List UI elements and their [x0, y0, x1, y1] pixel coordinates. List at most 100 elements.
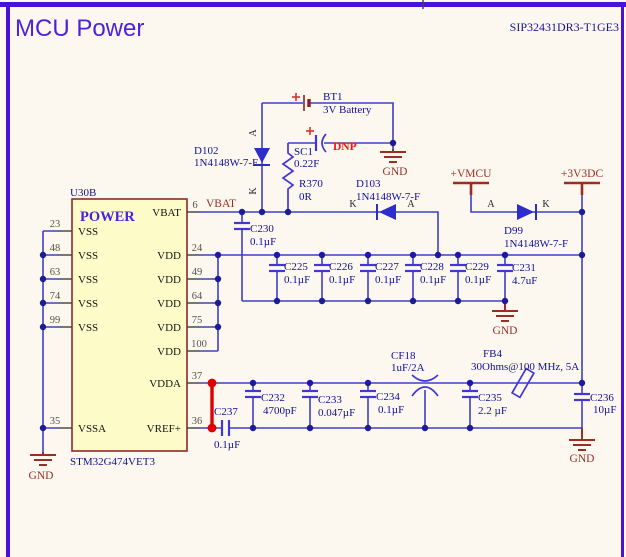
- capacitor-c232[interactable]: C232 4700pF: [245, 383, 297, 428]
- c228-designator: C228: [420, 261, 444, 273]
- c233-value: 0.047µF: [318, 407, 355, 419]
- pin-number: 48: [50, 243, 61, 254]
- feedthrough-cap-cf18[interactable]: CF18 1uF/2A: [391, 350, 439, 428]
- sheet-border-left: [6, 2, 10, 557]
- junction-dot-red: [207, 423, 217, 433]
- c228-value: 0.1µF: [420, 274, 446, 286]
- r370-designator: R370: [299, 178, 323, 190]
- cf18-value: 1uF/2A: [391, 362, 425, 374]
- capacitor-c229[interactable]: C229 0.1µF: [450, 255, 491, 301]
- pin-number: 37: [192, 371, 203, 382]
- junction-dots: [39, 139, 586, 432]
- c230-value: 0.1µF: [250, 236, 276, 248]
- c229-designator: C229: [465, 261, 489, 273]
- c234-value: 0.1µF: [378, 404, 404, 416]
- c232-value: 4700pF: [263, 405, 297, 417]
- battery-bt1[interactable]: BT1 3V Battery: [292, 91, 372, 116]
- resistor-r370[interactable]: R370 0R: [281, 143, 323, 212]
- gnd-symbol-left[interactable]: GND: [29, 452, 56, 482]
- gnd-symbol-battery[interactable]: GND: [380, 149, 407, 178]
- capacitor-c227[interactable]: C227 0.1µF: [360, 255, 401, 301]
- pin-number: 24: [192, 243, 203, 254]
- capacitor-c234[interactable]: C234 0.1µF: [360, 383, 404, 428]
- c235-designator: C235: [478, 392, 502, 404]
- sheet-border-top: [0, 2, 626, 7]
- mcu-designator: U30B: [70, 187, 96, 199]
- power-port-3v3dc[interactable]: +3V3DC: [561, 168, 604, 195]
- bt1-designator: BT1: [323, 91, 343, 103]
- capacitor-c228[interactable]: C228 0.1µF: [405, 255, 446, 301]
- c229-value: 0.1µF: [465, 274, 491, 286]
- d99-anode-label: A: [487, 199, 495, 210]
- d102-cathode-label: K: [248, 187, 259, 195]
- capacitor-c235[interactable]: C235 2.2 µF: [462, 383, 507, 428]
- mcu-part: STM32G474VET3: [70, 456, 155, 468]
- capacitor-sc1[interactable]: SC1 0.22F DNP: [294, 127, 357, 170]
- pin-name: VSS: [78, 250, 98, 262]
- pin-name: VSS: [78, 298, 98, 310]
- capacitor-c236[interactable]: C236 10µF: [574, 383, 616, 428]
- c237-designator: C237: [214, 406, 238, 418]
- ferrite-bead-fb4[interactable]: FB4 30Ohms@100 MHz, 5A: [471, 348, 579, 399]
- junction-dot-red: [207, 378, 217, 388]
- pin-name: VDD: [157, 346, 181, 358]
- pin-number: 35: [50, 416, 61, 427]
- net-label-vbat[interactable]: VBAT: [206, 198, 236, 210]
- pin-number: 75: [192, 315, 203, 326]
- gnd-symbol-caprow[interactable]: GND: [492, 301, 518, 337]
- c227-designator: C227: [375, 261, 399, 273]
- diode-d99[interactable]: A K D99 1N4148W-7-F: [487, 199, 568, 250]
- wire-vdd[interactable]: [200, 254, 582, 352]
- c231-value: 4.7uF: [512, 275, 537, 287]
- mcu-body[interactable]: [71, 198, 188, 452]
- mcu-right-pins: 6 24 49 64 75 100 37 36 VBAT VDD VDD VDD…: [147, 200, 207, 435]
- diode-d102[interactable]: A K D102 1N4148W-7-F: [194, 129, 270, 195]
- pin-name: VDD: [157, 322, 181, 334]
- pin-name: VDD: [157, 274, 181, 286]
- capacitor-c226[interactable]: C226 0.1µF: [314, 255, 355, 301]
- cf18-designator: CF18: [391, 350, 416, 362]
- net-label-3v3dc: +3V3DC: [561, 168, 604, 180]
- d103-anode-label: A: [407, 199, 415, 210]
- capacitor-c230[interactable]: C230 0.1µF: [234, 212, 276, 301]
- pin-name: VDD: [157, 250, 181, 262]
- pin-number: 74: [50, 291, 61, 302]
- c233-designator: C233: [318, 394, 342, 406]
- pin-number: 63: [50, 267, 61, 278]
- gnd-label: GND: [383, 166, 408, 178]
- pin-number: 36: [192, 416, 203, 427]
- sheet-border-right: [621, 2, 624, 557]
- capacitor-c237[interactable]: C237 0.1µF: [214, 406, 240, 451]
- capacitor-c225[interactable]: C225 0.1µF: [269, 255, 310, 301]
- gnd-label: GND: [29, 470, 54, 482]
- pin-name: VSS: [78, 274, 98, 286]
- c236-value: 10µF: [593, 404, 616, 416]
- pin-number: 6: [192, 200, 197, 211]
- diode-d103[interactable]: K A D103 1N4148W-7-F: [349, 178, 420, 220]
- d103-designator: D103: [356, 178, 381, 190]
- wire-vss-bus[interactable]: [42, 230, 58, 452]
- capacitor-c233[interactable]: C233 0.047µF: [302, 383, 355, 428]
- wire-vbat[interactable]: [200, 211, 439, 255]
- capacitor-c231[interactable]: C231 4.7uF: [497, 255, 537, 301]
- c226-designator: C226: [329, 261, 353, 273]
- d99-designator: D99: [504, 225, 523, 237]
- c225-designator: C225: [284, 261, 308, 273]
- mcu-u30b[interactable]: U30B POWER STM32G474VET3 23 48 63 74 99 …: [50, 187, 207, 468]
- c235-value: 2.2 µF: [478, 405, 507, 417]
- c226-value: 0.1µF: [329, 274, 355, 286]
- power-port-vmcu[interactable]: +VMCU: [451, 168, 493, 195]
- pin-number: 23: [50, 219, 61, 230]
- pin-name: VSSA: [78, 423, 106, 435]
- mcu-left-pins: 23 48 63 74 99 35 VSS VSS VSS VSS VSS VS…: [50, 219, 106, 435]
- d102-anode-label: A: [248, 129, 259, 137]
- pin-number: 64: [192, 291, 203, 302]
- pin-number: 49: [192, 267, 203, 278]
- d99-cathode-label: K: [542, 199, 550, 210]
- net-label-vmcu: +VMCU: [451, 168, 493, 180]
- mcu-block-name: POWER: [80, 209, 135, 225]
- pin-name: VREF+: [147, 423, 181, 435]
- gnd-symbol-right[interactable]: GND: [569, 428, 595, 465]
- c237-value: 0.1µF: [214, 439, 240, 451]
- gnd-label: GND: [493, 325, 518, 337]
